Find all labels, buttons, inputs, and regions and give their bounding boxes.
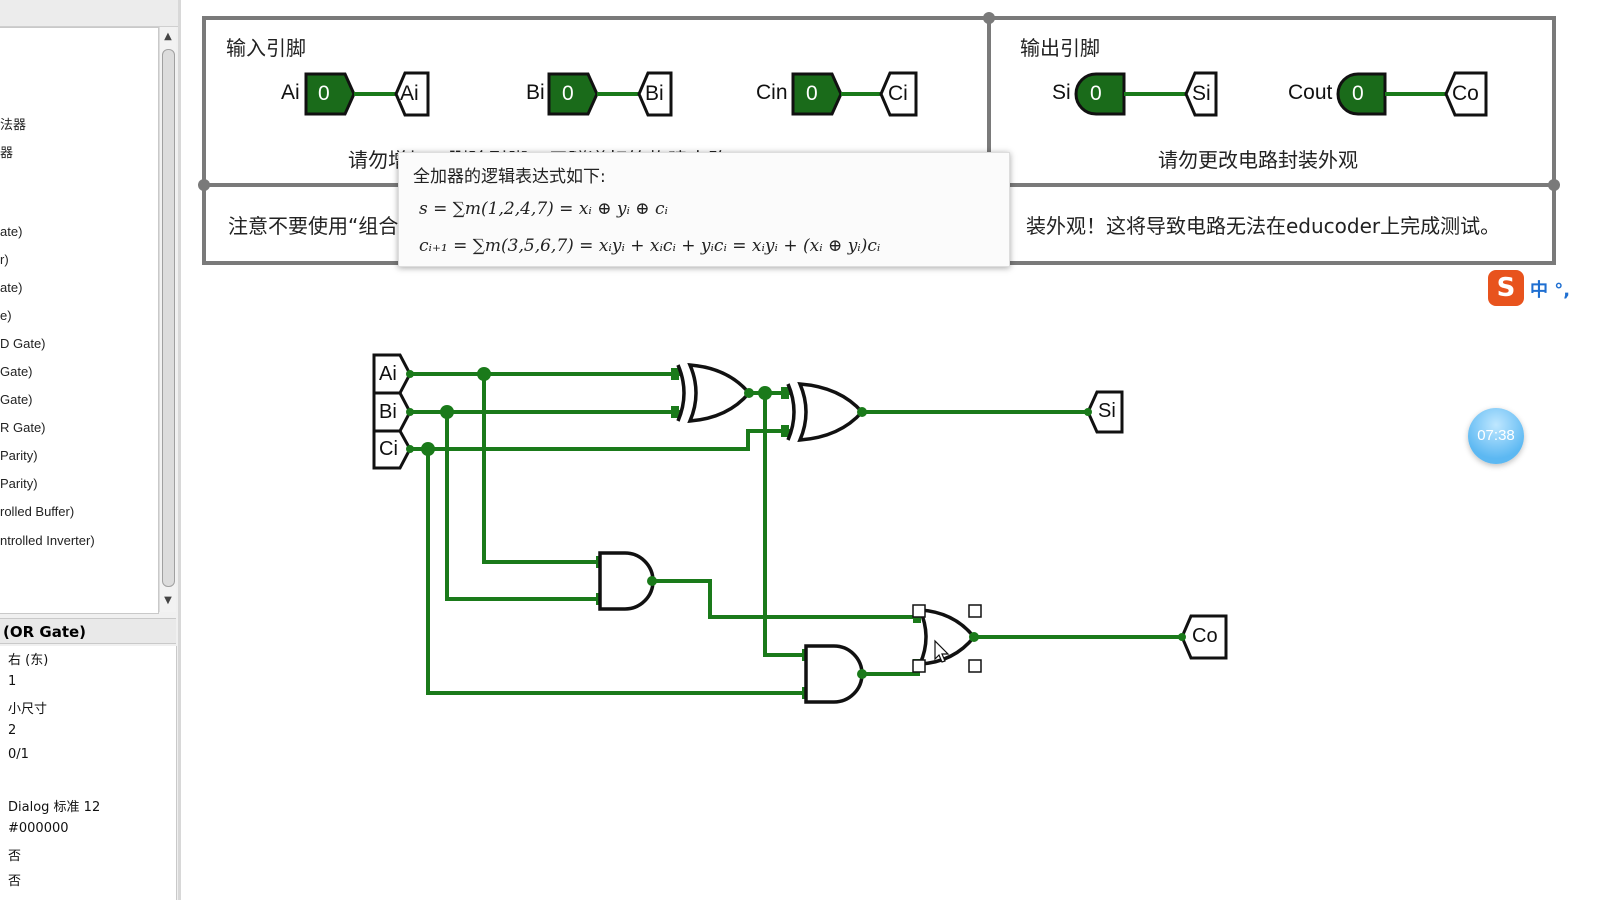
tunnel-label-bi: Bi [645,82,664,105]
circuit-tunnel-label: Ai [379,363,397,385]
attr-value[interactable]: 小尺寸 [8,702,48,717]
or-gate-selected [917,608,977,666]
tooltip-title: 全加器的逻辑表达式如下: [413,167,606,187]
attr-value[interactable]: 否 [8,874,22,889]
toolbar-strip [0,0,180,27]
left-panel: 法器 器 ate) r) ate) e) D Gate) Gate) Gate)… [0,0,180,900]
pin-value-si: 0 [1090,82,1102,105]
output-note: 请勿更改电路封装外观 [1158,148,1358,172]
circuit-input-tunnels[interactable] [372,353,412,470]
attribute-panel-title: (OR Gate) [0,618,176,644]
tree-item[interactable]: r) [0,252,9,267]
tree-item[interactable]: rolled Buffer) [0,504,75,519]
tunnel-si [1184,71,1218,117]
tree-item[interactable]: ate) [0,224,23,239]
tree-item[interactable]: Gate) [0,364,33,379]
input-pins-caption: 输入引脚 [226,36,306,60]
circuit-output-tunnels[interactable] [1086,390,1228,660]
tunnel-bi-circuit [372,391,412,433]
pin-label-bi: Bi [526,81,545,104]
frame-pins [304,71,1488,117]
scroll-thumb[interactable] [162,49,175,587]
attr-value[interactable]: 否 [8,849,22,864]
pin-value-ai[interactable]: 0 [318,82,330,105]
formula-tooltip: 全加器的逻辑表达式如下: s = ∑m(1,2,4,7) = xᵢ ⊕ yᵢ ⊕… [398,152,1010,267]
tree-item[interactable]: Parity) [0,476,38,491]
tree-item[interactable]: R Gate) [0,420,46,435]
attr-value[interactable]: #000000 [8,821,69,836]
output-pin-cout [1336,72,1387,116]
scroll-up-icon[interactable]: ▲ [164,31,172,42]
scroll-down-icon[interactable]: ▼ [164,595,172,606]
circuit-tunnel-label: Si [1098,400,1116,422]
output-pin-si [1074,72,1126,116]
and-gate-2 [804,644,864,704]
tree-item[interactable]: ntrolled Inverter) [0,533,95,548]
tunnel-label-ci: Ci [888,82,908,105]
selection-handles[interactable] [912,604,982,673]
sum-equation: s = ∑m(1,2,4,7) = xᵢ ⊕ yᵢ ⊕ cᵢ [419,199,668,219]
circuit-tunnel-label: Co [1192,625,1218,647]
tunnel-ci-circuit [372,429,412,470]
tunnel-ci [879,71,918,117]
warning-text-left: 注意不要使用“组合 [228,214,399,238]
attr-value[interactable]: 右 (东) [8,653,49,668]
tree-item[interactable]: 器 [0,145,14,160]
attr-value[interactable]: 2 [8,723,17,738]
pin-label-cin: Cin [756,81,788,104]
tunnel-ai-circuit [372,353,412,395]
xor-gate-1 [687,363,752,423]
circuit-tunnel-label: Ci [379,438,398,460]
pin-label-ai: Ai [281,81,300,104]
tunnel-ai [394,71,430,117]
xor2-back-curve [786,383,796,441]
attribute-table: 右 (东) 1 小尺寸 2 0/1 Dialog 标准 12 #000000 否… [0,646,177,900]
tree-scrollbar[interactable]: ▲ ▼ [159,27,176,612]
tunnel-co-circuit [1180,614,1228,660]
xor1-back-curve [676,364,686,422]
tunnel-label-si: Si [1192,82,1211,105]
pin-value-bi[interactable]: 0 [562,82,574,105]
recording-timer[interactable]: 07:38 [1468,408,1524,464]
pin-value-cin[interactable]: 0 [806,82,818,105]
attr-value[interactable]: 0/1 [8,747,29,762]
panel-divider[interactable] [178,0,181,900]
tree-item[interactable]: e) [0,308,12,323]
carry-equation: cᵢ₊₁ = ∑m(3,5,6,7) = xᵢyᵢ + xᵢcᵢ + yᵢcᵢ … [419,236,881,256]
warning-text-right: 装外观！这将导致电路无法在educoder上完成测试。 [1026,214,1501,238]
tree-item[interactable]: Parity) [0,448,38,463]
attr-value[interactable]: 1 [8,674,17,689]
mouse-cursor-icon [934,639,950,663]
xor-gate-2 [797,382,865,442]
sogou-logo-icon: S [1488,270,1524,306]
tunnel-si-circuit [1086,390,1124,434]
input-pin-bi [547,72,599,116]
gate-outputs [406,370,1186,679]
pin-label-cout: Cout [1288,81,1333,104]
tree-item[interactable]: ate) [0,280,23,295]
tunnel-bi [637,71,673,117]
input-pin-ai [304,72,356,116]
pin-value-cout: 0 [1352,82,1364,105]
ime-mode-text: 中 °, [1530,280,1571,301]
wires[interactable] [408,372,1184,695]
tunnel-label-co-frame: Co [1452,82,1479,105]
tunnel-co-frame [1444,71,1488,117]
and-gate-1 [598,551,655,611]
tree-item[interactable]: 法器 [0,117,27,132]
tree-item[interactable]: D Gate) [0,336,46,351]
circuit-tunnel-label: Bi [379,401,397,423]
gates[interactable] [598,363,977,704]
input-pin-cin [791,72,843,116]
frame-handles[interactable] [198,12,1560,191]
ime-indicator[interactable]: S 中 °, [1488,270,1600,306]
attr-value[interactable]: Dialog 标准 12 [8,800,101,815]
output-pins-caption: 输出引脚 [1020,36,1100,60]
tunnel-label-ai: Ai [400,82,419,105]
pin-label-si: Si [1052,81,1071,104]
tree-item[interactable]: Gate) [0,392,33,407]
component-tree: 法器 器 ate) r) ate) e) D Gate) Gate) Gate)… [0,27,159,614]
